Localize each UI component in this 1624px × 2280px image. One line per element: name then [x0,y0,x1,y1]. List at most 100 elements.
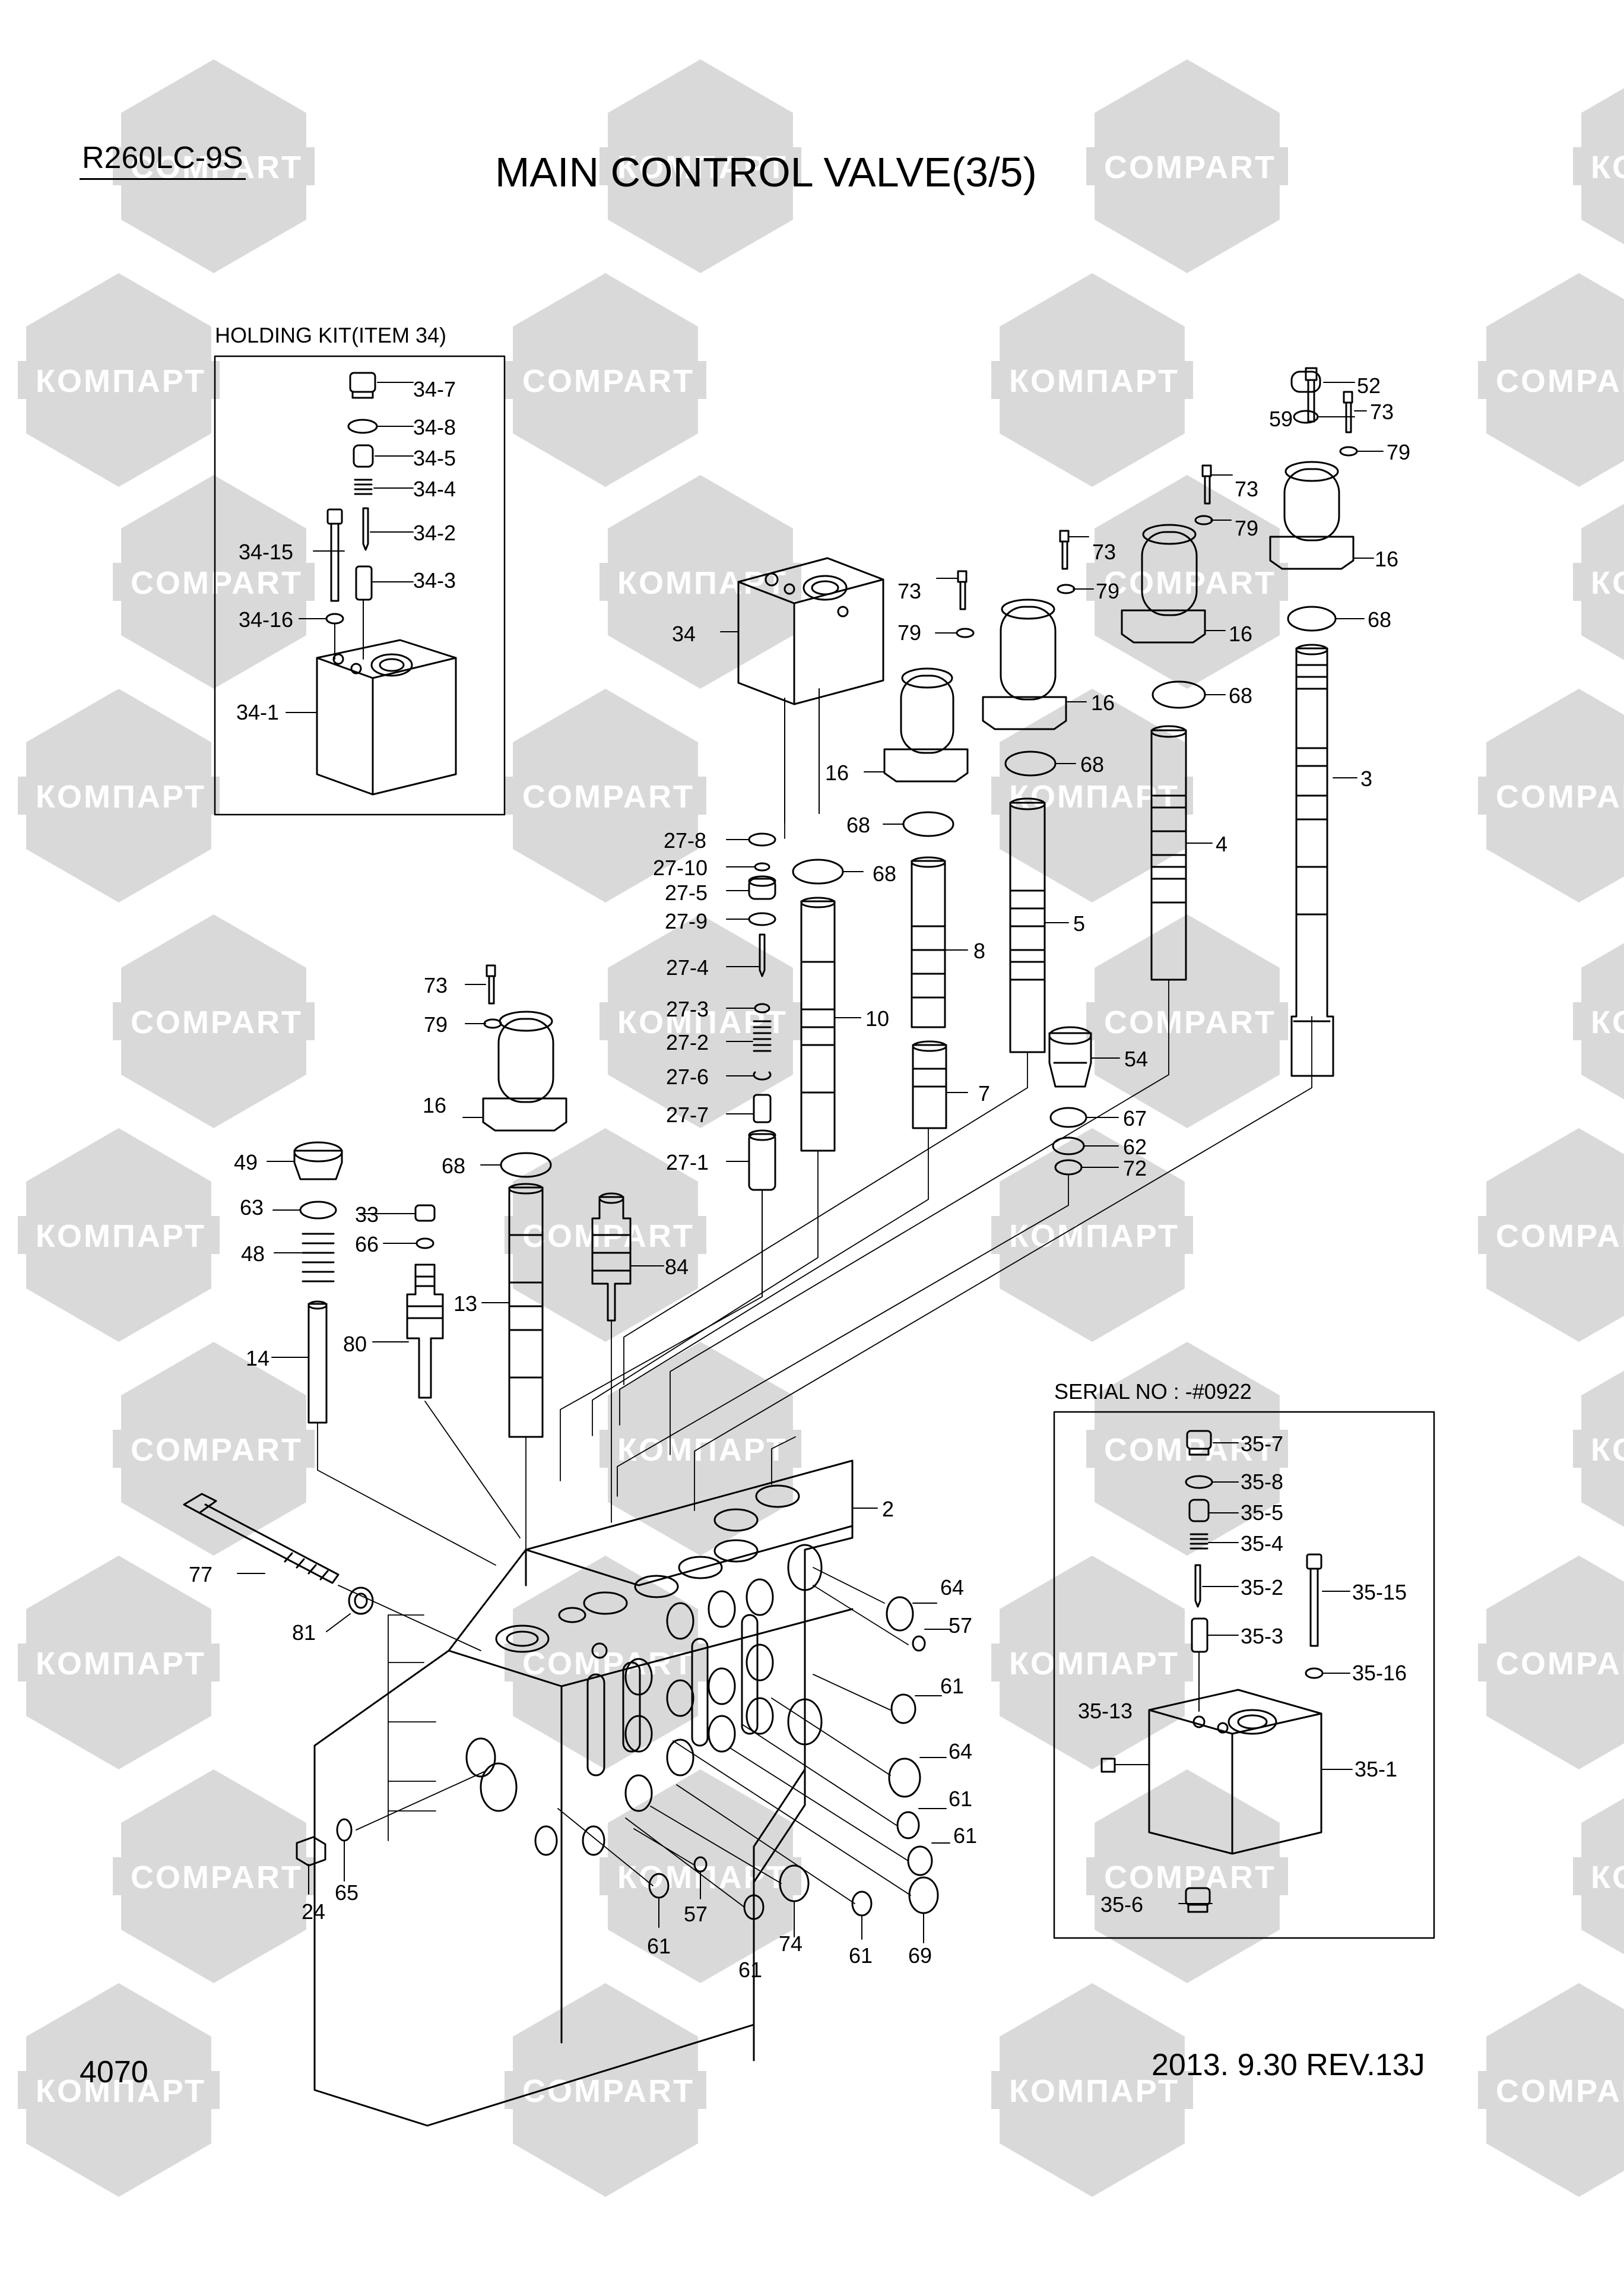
callout: 61 [849,1943,873,1968]
callout: 27-2 [666,1030,709,1054]
callout: 27-4 [666,955,709,980]
callout: 64 [940,1575,964,1600]
label-serial: 35-4 [1241,1531,1283,1556]
callout: 61 [949,1787,972,1811]
label-holding-kit: 34-8 [413,415,456,439]
watermark-band [1573,563,1624,601]
callout: 8 [973,939,985,963]
callout: 27-5 [665,881,708,905]
watermark-band [1086,147,1288,185]
label-holding-kit: 34-5 [413,446,456,470]
holding-kit-inset: HOLDING KIT(ITEM 34) [214,323,506,816]
callout: 16 [1091,691,1115,715]
watermark-band [18,2071,220,2109]
callout: 27-8 [664,828,706,853]
callout: 14 [246,1346,269,1370]
label-serial: 35-8 [1241,1470,1283,1494]
watermark-band [1086,563,1288,601]
watermark-text: КОМПАРТ [1591,565,1624,601]
callout: 73 [424,973,448,998]
callout: 24 [302,1899,325,1924]
label-holding-kit: 34-16 [239,607,293,632]
watermark-text: COMPART [1496,1218,1624,1254]
watermark-text: КОМПАРТ [1009,363,1179,399]
watermark-text: COMPART [1104,565,1276,601]
callout: 57 [949,1613,972,1638]
watermark-text: COMPART [1496,779,1624,815]
watermark-text: КОМПАРТ [1591,150,1624,185]
watermark-band [113,1002,315,1040]
watermark-text: COMPART [131,1860,303,1895]
watermark-text: COMPART [1496,2073,1624,2109]
spools [481,644,1357,1438]
callout: 63 [240,1195,264,1220]
callout: 77 [189,1562,212,1586]
watermark-band [1573,1002,1624,1040]
watermark-band [113,1857,315,1895]
callout: 66 [355,1232,379,1256]
label-serial: 35-16 [1352,1661,1407,1685]
watermark-band [991,2071,1193,2109]
callout: 68 [1368,607,1391,632]
serial-inset: SERIAL NO : -#0922 [1053,1379,1435,1939]
watermark-band [600,563,801,601]
label-serial: 35-15 [1352,1580,1407,1604]
callout: 2 [882,1497,894,1521]
model-number: R260LC-9S [80,140,246,180]
callout: 68 [846,813,870,837]
callout: 48 [241,1242,265,1266]
watermark-band [991,1644,1193,1682]
watermark-text: КОМПАРТ [1009,2073,1179,2109]
callout: 57 [684,1902,708,1926]
callout: 16 [1229,622,1252,646]
callout: 68 [1229,683,1252,708]
callout: 79 [424,1012,448,1037]
callout: 4 [1216,832,1227,856]
watermark-band [1573,147,1624,185]
callout: 7 [978,1081,990,1106]
watermark-text: COMPART [522,779,694,815]
callout-labels: 34-7 34-8 34-5 34-4 34-2 34-15 34-3 34-1… [189,373,1410,1982]
label-serial: 35-13 [1078,1699,1133,1723]
main-valve-body-2 [313,1459,878,2127]
watermark-band [18,1644,220,1682]
watermark-text: COMPART [1496,363,1624,399]
watermark-text: COMPART [1104,1860,1276,1895]
callout: 84 [665,1255,689,1279]
callout: 74 [779,1931,803,1956]
watermark-band [505,2071,706,2109]
callout: 79 [897,620,921,645]
left-side-parts [267,1141,664,1424]
serial-title: SERIAL NO : -#0922 [1054,1379,1252,1404]
watermark-text: КОМПАРТ [36,363,206,399]
callout: 59 [1269,407,1293,431]
label-serial: 35-3 [1241,1624,1283,1648]
callout: 5 [1073,911,1085,936]
callout: 16 [825,761,849,785]
callout: 33 [355,1202,379,1227]
label-serial: 35-2 [1241,1575,1283,1600]
label-holding-kit: 34-2 [413,521,456,545]
watermark-text: КОМПАРТ [36,1218,206,1254]
watermark-text: COMPART [1496,1646,1624,1682]
o-rings-68 [480,606,1365,1178]
watermark-band [113,563,315,601]
watermark-text: КОМПАРТ [36,779,206,815]
callout: 73 [1370,400,1394,424]
watermark-band [505,361,706,399]
watermark-text: КОМПАРТ [617,565,788,601]
callout: 27-3 [666,997,709,1021]
page-title: MAIN CONTROL VALVE(3/5) [495,149,1037,195]
watermark-band [991,1216,1193,1254]
label-holding-kit: 34-3 [413,568,456,593]
callout: 64 [949,1739,972,1763]
callout: 27-10 [653,856,708,880]
callout: 54 [1124,1047,1148,1071]
callout: 61 [953,1823,977,1848]
watermark-band [1478,361,1624,399]
right-side-o-rings [648,1596,951,1955]
callout: 61 [738,1958,762,1982]
callout: 27-7 [666,1103,709,1127]
callout: 67 [1123,1106,1147,1130]
callout: 61 [940,1674,964,1698]
